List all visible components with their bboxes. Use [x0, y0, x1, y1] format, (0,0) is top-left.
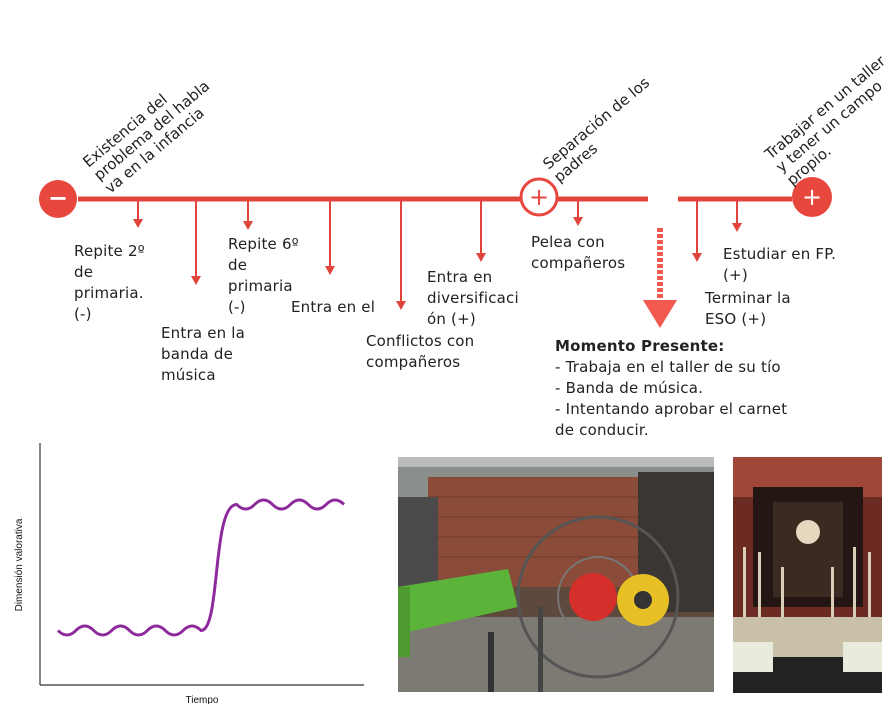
chart-y-label: Dimensión valorativa — [14, 518, 25, 611]
svg-text:+: + — [529, 183, 549, 211]
event-arrow-head — [573, 217, 583, 226]
event-pelea: Pelea con compañeros — [531, 233, 626, 272]
event-arrow-head — [133, 219, 143, 228]
chart-series-line — [56, 498, 346, 637]
event-arrow-head — [191, 276, 201, 285]
event-estudiar-fp: Estudiar en FP. (+) — [723, 245, 837, 284]
timeline-graphic: − + + — [39, 177, 832, 328]
workshop-photo — [398, 457, 714, 692]
svg-text:+: + — [802, 183, 822, 211]
event-arrow-head — [396, 301, 406, 310]
plus-marker-separation: + — [519, 177, 559, 217]
event-diversificacion: Entra en diversificaci ón (+) — [427, 268, 519, 328]
event-banda-musica: Entra en la banda de música — [161, 324, 246, 384]
event-conflictos: Conflictos con compañeros — [366, 332, 475, 371]
present-moment-box: Momento Presente: - Trabaja en el taller… — [555, 336, 787, 441]
event-entra-en-el: Entra en el — [291, 298, 376, 316]
event-terminar-eso: Terminar la ESO (+) — [705, 289, 791, 328]
present-moment-title: Momento Presente: — [555, 337, 725, 355]
event-repite-6: Repite 6º de primaria (-) — [228, 235, 299, 316]
event-arrow-head — [476, 253, 486, 262]
svg-text:−: − — [48, 184, 68, 212]
present-item: - Banda de música. — [555, 379, 704, 397]
event-arrow-head — [732, 223, 742, 232]
present-item: de conducir. — [555, 421, 649, 439]
present-item: - Trabaja en el taller de su tío — [555, 358, 781, 376]
event-arrow-head — [243, 221, 253, 230]
event-arrow-head — [325, 266, 335, 275]
timeline-event-arrows — [133, 201, 742, 310]
plus-marker-end: + — [792, 177, 832, 217]
religious-float-photo — [733, 457, 882, 693]
present-item: - Intentando aprobar el carnet — [555, 400, 788, 418]
present-moment-arrow — [643, 228, 677, 328]
clipped-text-cover — [528, 274, 638, 282]
minus-marker: − — [39, 180, 77, 218]
event-arrow-head — [692, 253, 702, 262]
event-repite-2: Repite 2º de primaria. (-) — [74, 242, 145, 323]
chart-x-label: Tiempo — [186, 695, 219, 704]
